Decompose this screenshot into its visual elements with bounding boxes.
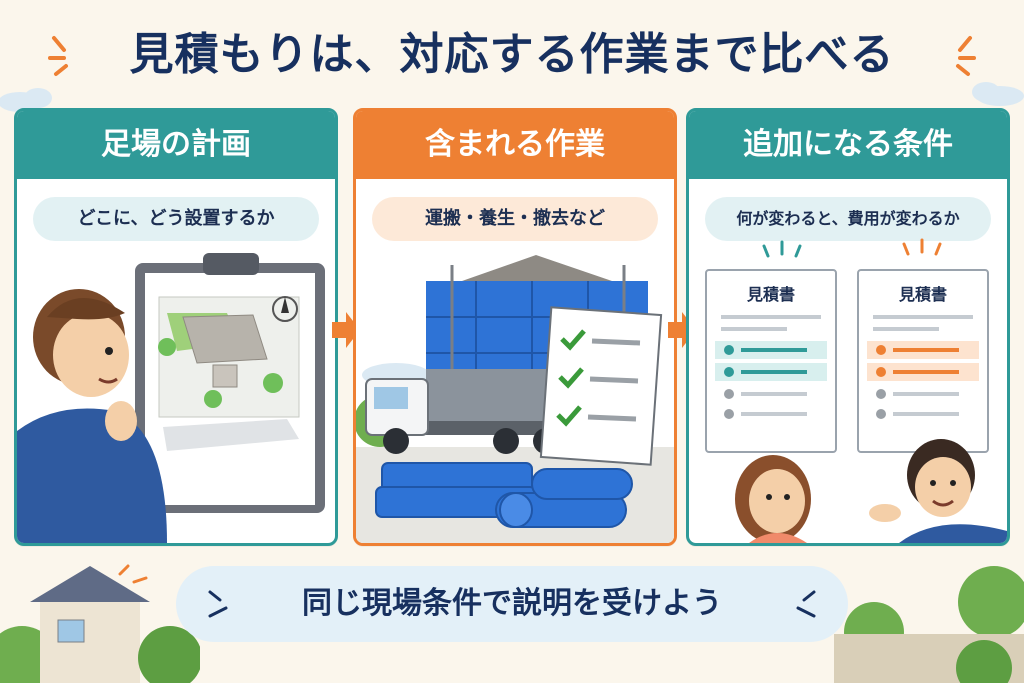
sparkle-icon xyxy=(762,240,802,258)
banner-text: 同じ現場条件で説明を受けよう xyxy=(302,586,722,621)
panel-included-work: 含まれる作業 運搬・養生・撤去など xyxy=(353,108,677,546)
sparkle-icon xyxy=(902,238,942,256)
sparkle-icon xyxy=(956,36,976,76)
cloud-icon xyxy=(0,88,52,112)
people-illustration xyxy=(735,439,1007,543)
document-title: 見積書 xyxy=(898,285,947,304)
panel-scaffold-plan: 足場の計画 どこに、どう設置するか xyxy=(14,108,338,546)
panel-heading: 追加になる条件 xyxy=(689,111,1007,179)
estimate-document: 見積書 xyxy=(705,269,837,453)
estimates-illustration: 見積書 見積書 xyxy=(689,251,1007,543)
bottom-banner: 同じ現場条件で説明を受けよう xyxy=(176,566,848,642)
scaffold-truck-checklist-illustration xyxy=(356,255,674,543)
panel-subtitle: どこに、どう設置するか xyxy=(33,197,319,241)
sparkle-icon xyxy=(208,590,228,618)
sparkle-icon xyxy=(796,590,816,618)
person-with-clipboard-illustration xyxy=(17,253,325,543)
house-illustration xyxy=(0,564,200,683)
panel-subtitle: 運搬・養生・撤去など xyxy=(372,197,658,241)
sparkle-icon xyxy=(48,36,68,76)
estimate-lines xyxy=(867,315,979,419)
page-title: 見積もりは、対応する作業まで比べる xyxy=(129,29,895,80)
cloud-icon xyxy=(972,82,1024,106)
estimate-lines xyxy=(715,315,827,419)
estimate-document: 見積書 xyxy=(857,269,989,453)
panel-subtitle: 何が変わると、費用が変わるか xyxy=(705,197,991,241)
panel-heading: 足場の計画 xyxy=(17,111,335,179)
trees-illustration xyxy=(834,566,1024,683)
panel-additional-conditions: 追加になる条件 何が変わると、費用が変わるか 見積書 見積書 xyxy=(686,108,1010,546)
document-title: 見積書 xyxy=(746,285,795,304)
panel-heading: 含まれる作業 xyxy=(356,111,674,179)
